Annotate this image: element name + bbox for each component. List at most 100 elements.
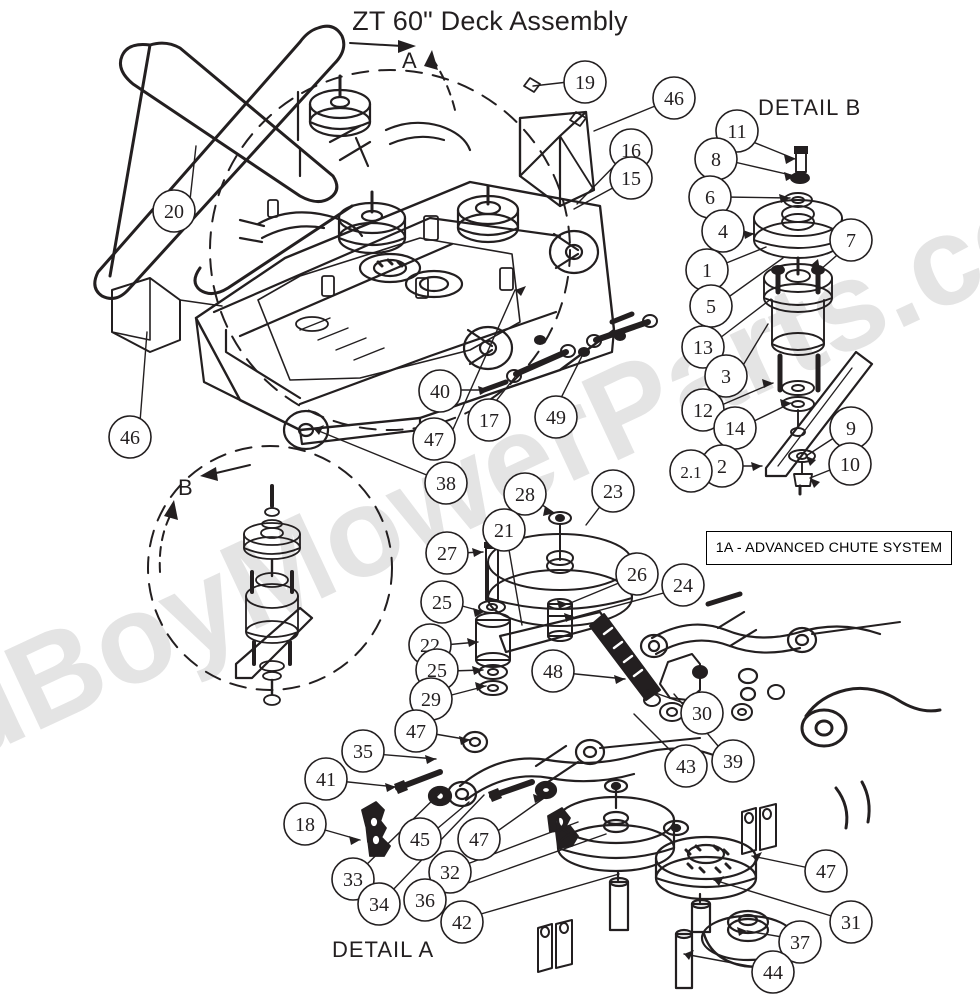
callout-circle <box>778 920 822 964</box>
callout-circle <box>711 739 755 783</box>
callout-number: 24 <box>673 575 693 597</box>
callout-bubble[interactable]: 5 <box>689 284 733 328</box>
callout-number: 44 <box>763 962 783 984</box>
callout-circle <box>457 817 501 861</box>
callout-circle <box>357 882 401 926</box>
callout-number: 34 <box>369 894 389 916</box>
callout-bubble[interactable]: 15 <box>609 156 653 200</box>
callout-number: 48 <box>543 661 563 683</box>
callout-bubble[interactable]: 37 <box>778 920 822 964</box>
callout-bubble[interactable]: 14 <box>713 406 757 450</box>
callout-number: 36 <box>415 890 435 912</box>
callout-bubble[interactable]: 4 <box>701 209 745 253</box>
callout-bubble[interactable]: 27 <box>425 531 469 575</box>
callout-bubble[interactable]: 30 <box>680 691 724 735</box>
callout-circle <box>425 531 469 575</box>
callout-bubble[interactable]: 18 <box>283 802 327 846</box>
chute-bracket-assembly <box>518 77 596 208</box>
callout-number: 20 <box>164 201 184 223</box>
callout-number: 40 <box>430 381 450 403</box>
callout-circle <box>403 878 447 922</box>
callout-number: 15 <box>621 168 641 190</box>
callout-circle <box>661 563 705 607</box>
callout-circle <box>563 60 607 104</box>
callout-bubble[interactable]: 47 <box>412 417 456 461</box>
callout-number: 49 <box>546 407 566 429</box>
callout-bubble[interactable]: 21 <box>482 508 526 552</box>
callout-number: 33 <box>343 869 363 891</box>
callout-bubble[interactable]: 39 <box>711 739 755 783</box>
callout-bubble[interactable]: 38 <box>424 461 468 505</box>
callout-number: 38 <box>436 473 456 495</box>
callout-number: 28 <box>515 484 535 506</box>
callout-bubble[interactable]: 32 <box>428 850 472 894</box>
callout-circle <box>531 649 575 693</box>
callout-number: 3 <box>721 366 731 388</box>
callout-circle <box>534 395 578 439</box>
callout-bubble[interactable]: 7 <box>829 218 873 262</box>
chute-arm-upper <box>639 591 901 702</box>
callout-circle <box>652 76 696 120</box>
callout-number: 47 <box>469 829 489 851</box>
callout-number: 16 <box>621 140 641 162</box>
callout-bubble[interactable]: 8 <box>694 137 738 181</box>
section-b-circle <box>147 445 393 691</box>
callout-circle <box>398 817 442 861</box>
callout-circle <box>424 461 468 505</box>
callout-bubble[interactable]: 31 <box>829 900 873 944</box>
callout-bubble[interactable]: 24 <box>661 563 705 607</box>
callout-number: 31 <box>841 912 861 934</box>
callout-bubble[interactable]: 17 <box>467 398 511 442</box>
callout-number: 45 <box>410 829 430 851</box>
callout-bubble[interactable]: 10 <box>828 442 872 486</box>
callout-bubble[interactable]: 35 <box>341 729 385 773</box>
callout-bubble[interactable]: 19 <box>563 60 607 104</box>
callout-bubble[interactable]: 25 <box>420 580 464 624</box>
callout-bubble[interactable]: 47 <box>394 709 438 753</box>
callout-bubble[interactable]: 23 <box>591 469 635 513</box>
callout-bubble[interactable]: 26 <box>615 552 659 596</box>
callout-number: 32 <box>440 862 460 884</box>
callout-bubble[interactable]: 43 <box>664 744 708 788</box>
u-brackets <box>537 803 777 973</box>
callout-bubble[interactable]: 46 <box>652 76 696 120</box>
callout-number: 11 <box>727 121 746 143</box>
callout-number: 46 <box>664 88 684 110</box>
callout-circle <box>681 325 725 369</box>
callout-circle <box>828 442 872 486</box>
callout-bubble[interactable]: 28 <box>503 472 547 516</box>
callout-bubble[interactable]: 40 <box>418 369 462 413</box>
callout-bubble[interactable]: 46 <box>108 415 152 459</box>
callout-number: 5 <box>706 296 716 318</box>
callout-bubble[interactable]: 48 <box>531 649 575 693</box>
callout-bubble[interactable]: 36 <box>403 878 447 922</box>
callout-circle <box>829 900 873 944</box>
callout-bubble[interactable]: 45 <box>398 817 442 861</box>
callout-number: 14 <box>725 418 745 440</box>
callout-circle <box>341 729 385 773</box>
callout-bubble[interactable]: 47 <box>457 817 501 861</box>
callout-bubble[interactable]: 41 <box>304 757 348 801</box>
callout-number: 1 <box>702 260 712 282</box>
callout-bubble[interactable]: 3 <box>704 354 748 398</box>
callout-bubble[interactable]: 49 <box>534 395 578 439</box>
callout-bubble[interactable]: 2.1 <box>669 449 713 493</box>
callout-bubble[interactable]: 20 <box>152 189 196 233</box>
callout-number: 25 <box>427 660 447 682</box>
callout-bubble[interactable]: 44 <box>751 950 795 994</box>
callout-bubble[interactable]: 47 <box>804 849 848 893</box>
callout-circle <box>467 398 511 442</box>
callout-circle <box>680 691 724 735</box>
callout-circle <box>482 508 526 552</box>
callout-circle <box>503 472 547 516</box>
callout-circle <box>428 850 472 894</box>
callout-circle <box>751 950 795 994</box>
callout-bubble[interactable]: 34 <box>357 882 401 926</box>
callout-number: 25 <box>432 592 452 614</box>
callout-bubble[interactable]: 42 <box>440 900 484 944</box>
section-b-letter: B <box>178 475 193 500</box>
callout-bubble[interactable]: 13 <box>681 325 725 369</box>
callout-circle <box>412 417 456 461</box>
callout-circle <box>704 354 748 398</box>
